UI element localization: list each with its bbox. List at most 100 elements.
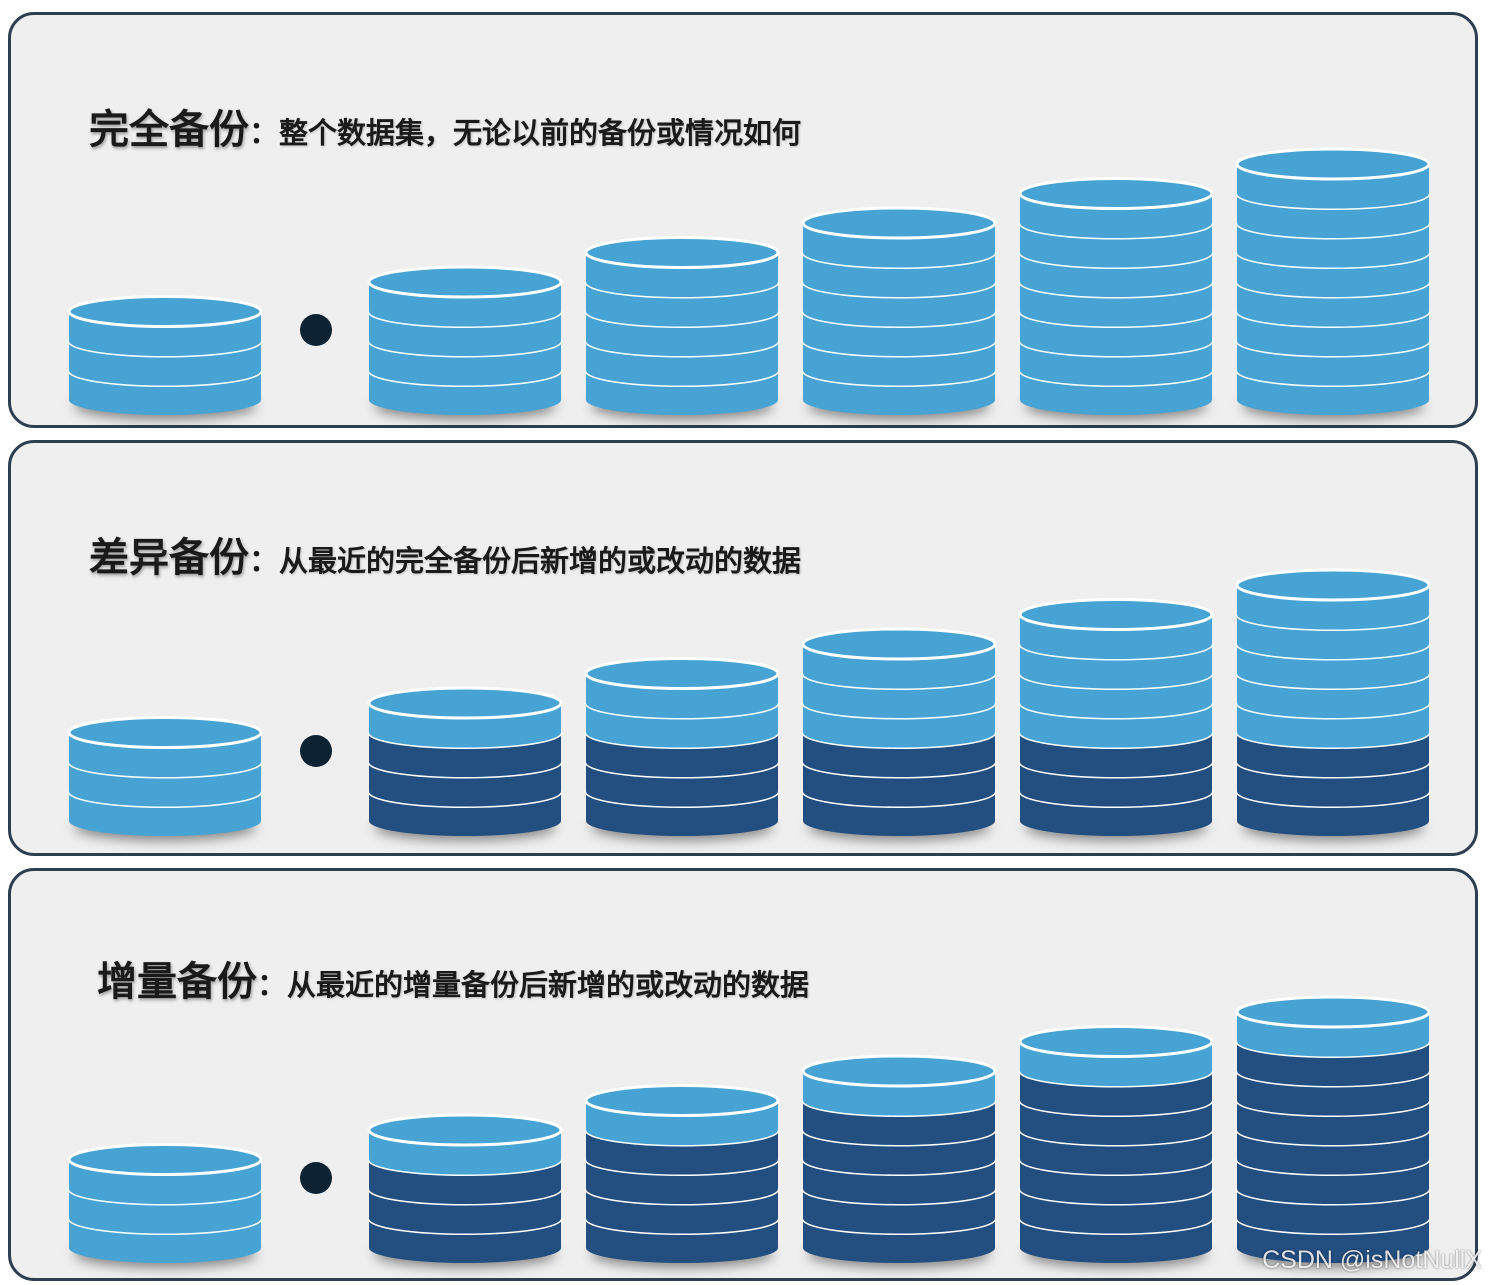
disk-changed xyxy=(369,1159,561,1204)
disk-data xyxy=(1237,703,1429,748)
disk-data xyxy=(1020,673,1212,718)
disk-data xyxy=(69,1159,261,1204)
database-stack-6 xyxy=(1235,568,1431,841)
disk-data xyxy=(1020,252,1212,297)
database-stack-3 xyxy=(584,236,780,420)
disk-data xyxy=(369,703,561,748)
disk-changed xyxy=(803,1189,995,1234)
database-stack-3 xyxy=(584,657,780,841)
disk-data xyxy=(1020,282,1212,327)
stack-top xyxy=(801,206,997,240)
disk-changed xyxy=(1020,1100,1212,1145)
disk-changed xyxy=(1237,1159,1429,1204)
disk-data xyxy=(586,311,778,356)
incremental-backup-caption: 增量备份：从最近的增量备份后新增的或改动的数据 xyxy=(97,949,809,1007)
differential-backup-colon: ： xyxy=(249,544,279,579)
database-stack-5 xyxy=(1018,598,1214,841)
disk-data xyxy=(1237,164,1429,209)
disk-data xyxy=(69,791,261,836)
disk-changed xyxy=(1020,762,1212,807)
disk-changed xyxy=(1020,1159,1212,1204)
full-backup-panel: 完全备份：整个数据集，无论以前的备份或情况如何 xyxy=(8,12,1478,428)
disk-data xyxy=(803,644,995,689)
disk-changed xyxy=(803,1130,995,1175)
database-stack-1 xyxy=(67,716,263,841)
stack-top xyxy=(584,1084,780,1117)
stack-top xyxy=(367,1113,563,1147)
disk-changed xyxy=(586,762,778,807)
incremental-backup-description: 从最近的增量备份后新增的或改动的数据 xyxy=(287,968,810,1002)
incremental-backup-diagram xyxy=(67,995,1431,1268)
separator-dot xyxy=(300,1162,332,1194)
stack-top xyxy=(584,236,780,269)
disk-data xyxy=(803,252,995,297)
disk-data xyxy=(586,1100,778,1145)
disk-data xyxy=(803,282,995,327)
disk-data xyxy=(1237,370,1429,415)
disk-changed xyxy=(586,732,778,777)
disk-data xyxy=(803,341,995,386)
disk-changed xyxy=(1237,1218,1429,1263)
disk-changed xyxy=(586,1130,778,1175)
disk-data xyxy=(803,223,995,268)
stack-top xyxy=(584,657,780,690)
disk-data xyxy=(1020,614,1212,659)
disk-data xyxy=(1237,193,1429,238)
disk-changed xyxy=(586,791,778,836)
full-backup-caption: 完全备份：整个数据集，无论以前的备份或情况如何 xyxy=(89,97,801,155)
disk-data xyxy=(1020,193,1212,238)
watermark: CSDN @isNotNullX xyxy=(1262,1246,1482,1274)
disk-data xyxy=(586,341,778,386)
full-backup-diagram xyxy=(67,147,1431,420)
database-stack-6 xyxy=(1235,995,1431,1268)
disk-data xyxy=(69,311,261,356)
incremental-backup-title: 增量备份 xyxy=(97,958,257,1005)
database-stack-2 xyxy=(367,1113,563,1268)
disk-changed xyxy=(1020,1071,1212,1116)
stack-top xyxy=(1018,598,1214,631)
stack-top xyxy=(367,686,563,720)
disk-data xyxy=(1020,341,1212,386)
disk-changed xyxy=(369,732,561,777)
disk-changed xyxy=(1237,1100,1429,1145)
disk-data xyxy=(369,341,561,386)
disk-changed xyxy=(803,1100,995,1145)
stack-top xyxy=(1235,568,1431,602)
disk-data xyxy=(69,732,261,777)
disk-data xyxy=(369,282,561,327)
database-stack-5 xyxy=(1018,1025,1214,1268)
separator-dot xyxy=(300,735,332,767)
full-backup-colon: ： xyxy=(249,116,279,151)
disk-changed xyxy=(369,1189,561,1234)
stack-top xyxy=(67,1143,263,1176)
disk-changed xyxy=(1237,1130,1429,1175)
disk-data xyxy=(1020,1041,1212,1086)
disk-changed xyxy=(369,762,561,807)
disk-changed xyxy=(1020,1130,1212,1175)
incremental-backup-colon: ： xyxy=(257,968,287,1003)
differential-backup-description: 从最近的完全备份后新增的或改动的数据 xyxy=(279,544,802,578)
separator-dot xyxy=(300,314,332,346)
database-stack-6 xyxy=(1235,147,1431,420)
disk-data xyxy=(1020,223,1212,268)
disk-data xyxy=(586,252,778,297)
database-stack-5 xyxy=(1018,177,1214,420)
disk-data xyxy=(586,673,778,718)
stack-top xyxy=(67,295,263,328)
disk-changed xyxy=(1020,732,1212,777)
disk-data xyxy=(69,370,261,415)
disk-data xyxy=(69,1189,261,1234)
disk-changed xyxy=(1237,791,1429,836)
disk-changed xyxy=(803,732,995,777)
database-stack-1 xyxy=(67,295,263,420)
disk-data xyxy=(1237,341,1429,386)
disk-changed xyxy=(803,1218,995,1263)
database-stack-2 xyxy=(367,265,563,420)
database-stack-4 xyxy=(801,627,997,841)
disk-data xyxy=(803,703,995,748)
disk-changed xyxy=(1237,1041,1429,1086)
disk-data xyxy=(1020,370,1212,415)
disk-data xyxy=(1237,311,1429,356)
disk-data xyxy=(69,762,261,807)
database-stack-2 xyxy=(367,686,563,841)
